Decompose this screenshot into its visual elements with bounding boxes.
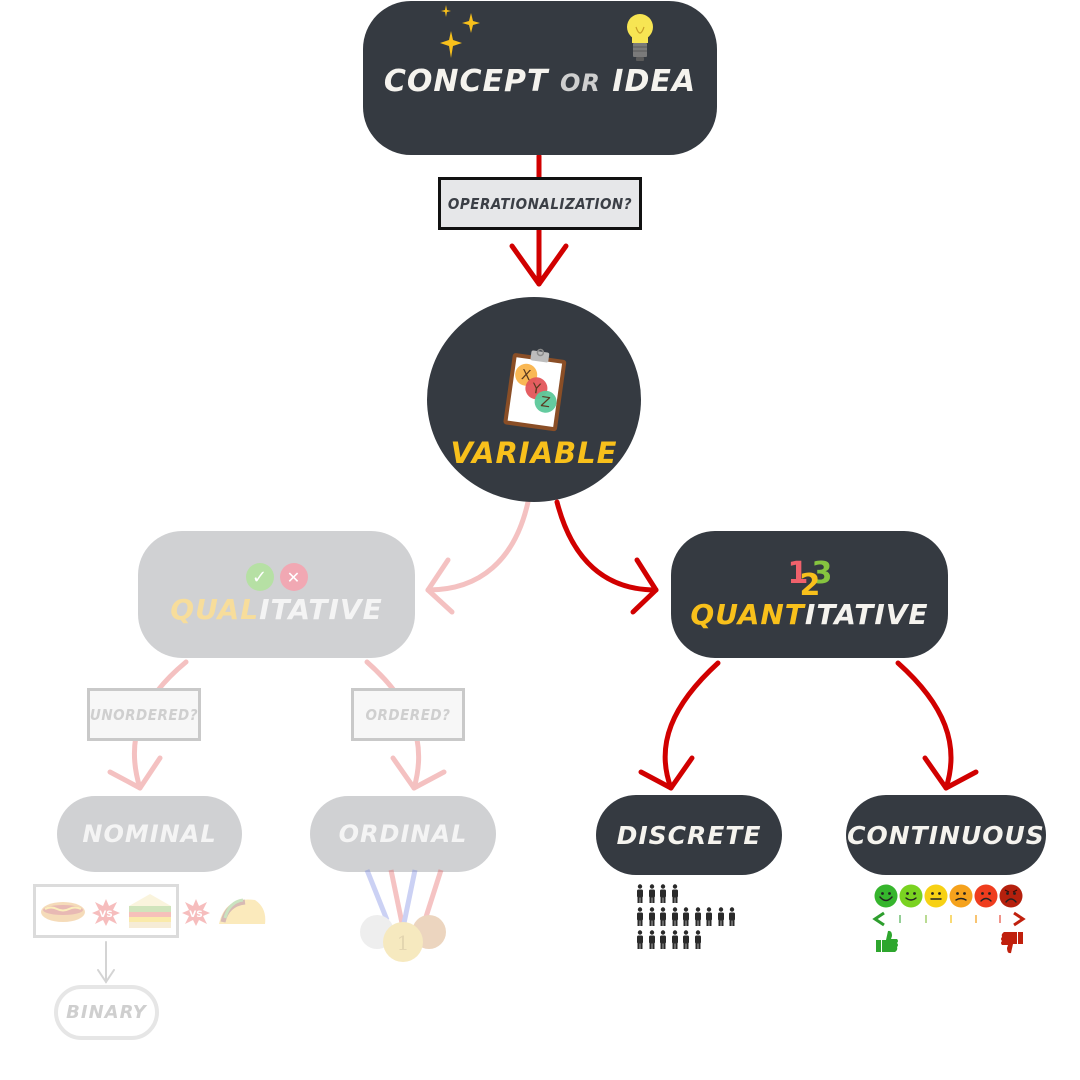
- lightbulb-icon: [627, 14, 653, 61]
- qualitative-node: ✓ ✕ Qualitative: [138, 531, 415, 658]
- concept-word: Concept: [383, 63, 549, 99]
- medals-icon: 1: [360, 869, 446, 962]
- concept-title: Concept or Idea: [384, 64, 696, 99]
- vs-badge-1: VS: [92, 899, 120, 926]
- silver-medal: [360, 915, 394, 949]
- clipboard-letter-x: X: [520, 367, 532, 384]
- vs-badge-2: VS: [182, 899, 210, 926]
- people-row: [636, 907, 736, 930]
- variable-title: Variable: [450, 435, 618, 470]
- cross-icon: ✕: [279, 563, 308, 591]
- check-icon: ✓: [245, 563, 274, 591]
- face-sad-icon: [974, 884, 998, 908]
- person-icon: [660, 930, 666, 949]
- nominal-foods: VS VS: [33, 884, 273, 944]
- arrow-concept-to-variable: [509, 153, 569, 287]
- ordinal-title: Ordinal: [338, 820, 468, 848]
- thumbs-down-icon: [1001, 932, 1023, 954]
- unordered-label: UNORDERED?: [87, 688, 201, 741]
- person-icon: [660, 907, 666, 926]
- quantitative-title: Quantitative: [690, 598, 928, 631]
- clipboard-icon: X Y Z: [503, 348, 567, 431]
- quantitative-rest: itative: [804, 598, 929, 631]
- gold-medal: [383, 922, 423, 962]
- face-angry-icon: [999, 884, 1023, 908]
- person-icon: [717, 907, 724, 926]
- person-icon: [683, 907, 689, 926]
- person-icon: [648, 930, 655, 949]
- quantitative-node: 1 3 2 Quantitative: [671, 531, 948, 658]
- vs-text-2: VS: [189, 910, 202, 920]
- gold-medal-number: 1: [397, 931, 410, 955]
- arrow-nominal-to-binary: [97, 941, 115, 984]
- face-unhappy-icon: [949, 884, 973, 908]
- discrete-title: Discrete: [616, 820, 762, 850]
- qualitative-title: Qualitative: [170, 593, 382, 626]
- face-neutral-icon: [924, 884, 948, 908]
- person-icon: [671, 907, 678, 926]
- number-three: 3: [811, 556, 833, 591]
- continuous-node: Continuous: [846, 795, 1046, 875]
- person-icon: [671, 930, 678, 949]
- operationalization-label: OPERATIONALIZATION?: [438, 177, 642, 230]
- binary-title: Binary: [66, 1002, 147, 1023]
- person-icon: [694, 907, 701, 926]
- number-two: 2: [799, 568, 821, 603]
- quantitative-highlight: Quant: [690, 598, 805, 631]
- people-row: [636, 884, 736, 907]
- face-happy-icon: [899, 884, 923, 908]
- arrow-quantitative-to-discrete: [638, 660, 721, 791]
- arrow-variable-to-quantitative: [554, 499, 659, 615]
- vs-text-1: VS: [99, 910, 112, 920]
- person-icon: [637, 884, 643, 903]
- person-icon: [683, 930, 689, 949]
- qualitative-rest: itative: [259, 593, 383, 626]
- or-word: or: [559, 68, 601, 97]
- foods-frame: [33, 884, 179, 938]
- arrow-quantitative-to-continuous: [895, 660, 979, 791]
- person-icon: [706, 907, 712, 926]
- ordered-label: ORDERED?: [351, 688, 465, 741]
- person-icon: [637, 930, 643, 949]
- people-row: [636, 930, 736, 953]
- taco-icon: [219, 898, 266, 924]
- numbers-icon: 1 3 2: [782, 556, 838, 603]
- person-icon: [729, 907, 735, 926]
- discrete-node: Discrete: [596, 795, 782, 875]
- thumbs-up-icon: [876, 930, 898, 952]
- clipboard-letter-y: Y: [530, 380, 542, 397]
- nominal-node: Nominal: [57, 796, 242, 872]
- people-count-icon: [636, 884, 736, 953]
- sparkles-icon: [440, 5, 480, 58]
- variable-node: X Y Z Variable: [427, 297, 641, 502]
- concept-node: Concept or Idea: [363, 1, 717, 155]
- person-icon: [660, 884, 666, 903]
- face-very-happy-icon: [874, 884, 898, 908]
- ordinal-node: Ordinal: [310, 796, 496, 872]
- qualitative-highlight: Qual: [170, 593, 260, 626]
- satisfaction-scale: [872, 911, 1026, 954]
- clipboard-letter-z: Z: [540, 394, 552, 411]
- scale-left-arrow: [872, 911, 885, 927]
- number-one: 1: [787, 556, 809, 591]
- scale-right-arrow: [1013, 911, 1026, 927]
- binary-node: Binary: [54, 985, 159, 1040]
- person-icon: [694, 930, 701, 949]
- continuous-title: Continuous: [847, 820, 1045, 850]
- hotdog-icon: [41, 902, 85, 922]
- sandwich-icon: [129, 894, 171, 928]
- person-icon: [648, 907, 655, 926]
- satisfaction-faces: [874, 884, 1023, 908]
- person-icon: [648, 884, 655, 903]
- person-icon: [637, 907, 643, 926]
- person-icon: [671, 884, 678, 903]
- nominal-title: Nominal: [82, 820, 217, 848]
- idea-word: Idea: [612, 63, 697, 99]
- arrow-variable-to-qualitative: [425, 499, 531, 615]
- bronze-medal: [412, 915, 446, 949]
